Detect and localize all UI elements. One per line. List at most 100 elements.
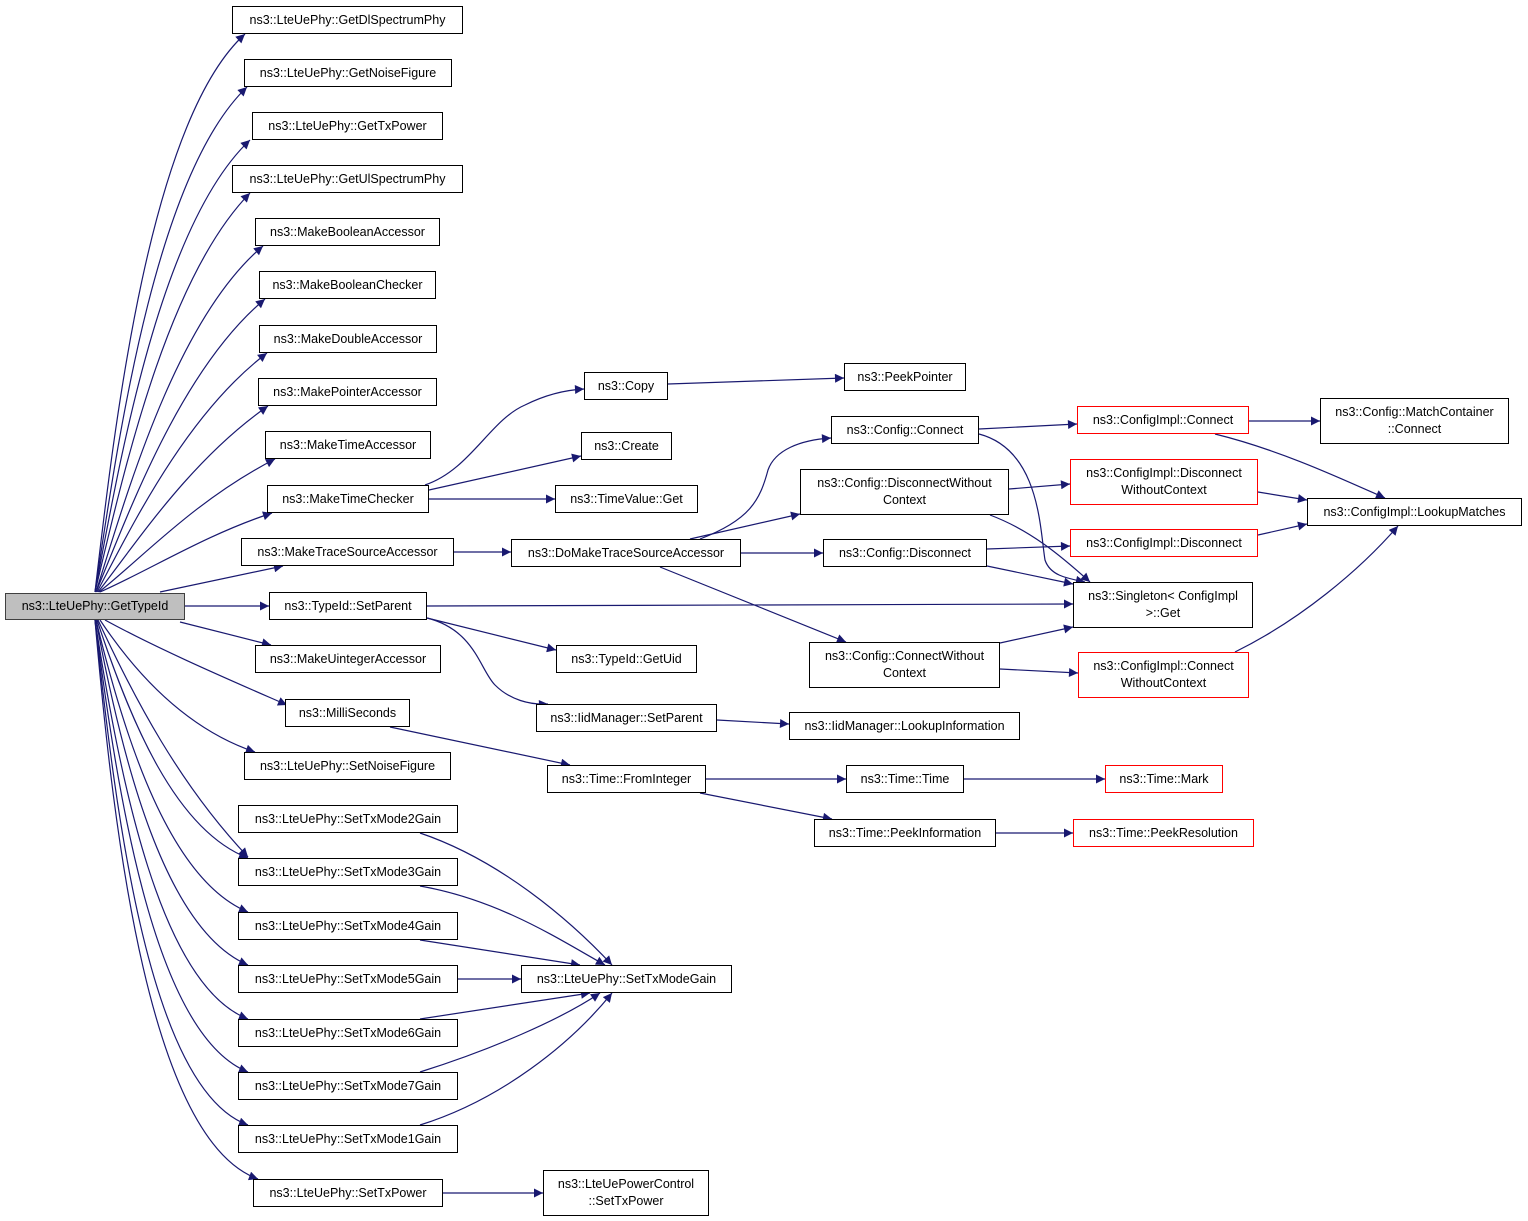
edge-root-settxmode4gain [95,619,249,913]
edge-root-maketracesourceaccessor [159,563,284,593]
node-milliseconds[interactable]: ns3::MilliSeconds [285,699,410,727]
edge-typeid-setparent-iidmanager-setparent [426,617,549,709]
node-configimpl-connect[interactable]: ns3::ConfigImpl::Connect [1077,406,1249,434]
edge-maketimechecker-create [428,453,582,491]
edge-config-connectwithoutcontext-singleton-get [999,624,1074,644]
edge-root-milliseconds [104,619,288,706]
node-maketimechecker[interactable]: ns3::MakeTimeChecker [267,485,429,513]
edge-root-settxmode2gain [97,619,249,858]
node-config-connect[interactable]: ns3::Config::Connect [831,416,979,444]
edge-root-settxmode5gain [95,619,249,966]
edge-domaketracesourceaccessor-config-connect [699,434,832,540]
edge-root-maketimechecker [99,511,273,593]
node-makebooleanchecker[interactable]: ns3::MakeBooleanChecker [259,271,436,299]
node-time-peekresolution[interactable]: ns3::Time::PeekResolution [1073,819,1254,847]
node-settxmode1gain[interactable]: ns3::LteUePhy::SetTxMode1Gain [238,1125,458,1153]
node-config-connectwithoutcontext[interactable]: ns3::Config::ConnectWithout Context [809,642,1000,688]
edge-root-settxmode6gain [94,619,249,1020]
edge-root-makebooleanaccessor [95,245,264,593]
node-makebooleanaccessor[interactable]: ns3::MakeBooleanAccessor [255,218,440,246]
edge-config-connect-singleton-get [978,433,1086,585]
edge-domaketracesourceaccessor-config-connectwithoutcontext [659,566,847,643]
edge-config-connectwithoutcontext-configimpl-connectwithoutcontext [999,668,1079,678]
edge-root-settxpower [94,619,259,1181]
node-copy[interactable]: ns3::Copy [584,372,668,400]
edge-root-settxmode3gain [96,619,249,859]
node-domaketracesourceaccessor[interactable]: ns3::DoMakeTraceSourceAccessor [511,539,741,567]
edge-config-disconnect-configimpl-disconnect [986,541,1071,551]
node-settxmode4gain[interactable]: ns3::LteUePhy::SetTxMode4Gain [238,912,458,940]
edge-root-settxmode1gain [94,619,249,1127]
edge-settxmode1gain-settxmodegain [419,992,613,1126]
edge-root-makebooleanchecker [95,298,266,593]
node-uepowercontrol-settxpower[interactable]: ns3::LteUePowerControl ::SetTxPower [543,1170,709,1216]
edge-configimpl-connectwithoutcontext-configimpl-lookupmatches [1234,525,1399,653]
edge-root-getulspectrumphy [94,192,251,593]
node-settxmodegain[interactable]: ns3::LteUePhy::SetTxModeGain [521,965,732,993]
edge-domaketracesourceaccessor-config-disconnectwithoutcontext [689,511,801,540]
node-peekpointer[interactable]: ns3::PeekPointer [844,363,966,391]
edge-root-setnoisefigure [99,619,256,754]
node-settxmode7gain[interactable]: ns3::LteUePhy::SetTxMode7Gain [238,1072,458,1100]
node-settxmode5gain[interactable]: ns3::LteUePhy::SetTxMode5Gain [238,965,458,993]
edge-settxmode7gain-settxmodegain [419,992,601,1073]
node-matchcontainer-connect[interactable]: ns3::Config::MatchContainer ::Connect [1320,398,1509,444]
node-settxmode3gain[interactable]: ns3::LteUePhy::SetTxMode3Gain [238,858,458,886]
edge-maketimechecker-copy [424,384,585,486]
edge-root-settxmode7gain [94,619,249,1073]
edge-settxmode4gain-settxmodegain [419,939,581,969]
node-gettxpower[interactable]: ns3::LteUePhy::GetTxPower [252,112,443,140]
node-configimpl-connectwithoutcontext[interactable]: ns3::ConfigImpl::Connect WithoutContext [1078,652,1249,698]
node-time-time[interactable]: ns3::Time::Time [846,765,964,793]
node-configimpl-lookupmatches[interactable]: ns3::ConfigImpl::LookupMatches [1307,498,1522,526]
node-settxmode6gain[interactable]: ns3::LteUePhy::SetTxMode6Gain [238,1019,458,1047]
edge-settxmode3gain-settxmodegain [419,885,606,966]
edge-config-connect-configimpl-connect [978,419,1078,430]
node-getnoisefigure[interactable]: ns3::LteUePhy::GetNoiseFigure [244,59,452,87]
edge-root-makepointeraccessor [97,405,269,593]
edge-root-gettxpower [94,139,251,593]
edge-config-disconnectwithoutcontext-configimpl-disconnectwithoutcontext [1008,480,1071,490]
edge-configimpl-connect-configimpl-lookupmatches [1214,433,1386,499]
node-setnoisefigure[interactable]: ns3::LteUePhy::SetNoiseFigure [244,752,451,780]
edge-root-makedoubleaccessor [96,352,268,593]
node-maketimeaccessor[interactable]: ns3::MakeTimeAccessor [265,431,431,459]
node-create[interactable]: ns3::Create [581,432,672,460]
edge-milliseconds-time-frominteger [389,726,571,768]
edge-configimpl-disconnect-configimpl-lookupmatches [1257,521,1308,536]
node-settxmode2gain[interactable]: ns3::LteUePhy::SetTxMode2Gain [238,805,458,833]
node-root: ns3::LteUePhy::GetTypeId [5,593,185,620]
node-getulspectrumphy[interactable]: ns3::LteUePhy::GetUlSpectrumPhy [232,165,463,193]
edge-time-frominteger-time-peekinformation [699,792,833,822]
node-typeid-getuid[interactable]: ns3::TypeId::GetUid [556,645,697,673]
node-iidmanager-lookupinformation[interactable]: ns3::IidManager::LookupInformation [789,712,1020,740]
edge-config-disconnect-singleton-get [986,565,1074,587]
edge-settxmode6gain-settxmodegain [419,989,591,1020]
node-makepointeraccessor[interactable]: ns3::MakePointerAccessor [258,378,437,406]
node-getdlspectrumphy[interactable]: ns3::LteUePhy::GetDlSpectrumPhy [232,6,463,34]
node-iidmanager-setparent[interactable]: ns3::IidManager::SetParent [536,704,717,732]
edge-configimpl-disconnectwithoutcontext-configimpl-lookupmatches [1257,491,1308,503]
node-makeuintegeraccessor[interactable]: ns3::MakeUintegerAccessor [255,645,441,673]
edge-root-makeuintegeraccessor [179,621,272,648]
node-config-disconnectwithoutcontext[interactable]: ns3::Config::DisconnectWithout Context [800,469,1009,515]
edge-settxmode2gain-settxmodegain [419,832,613,966]
edge-root-maketimeaccessor [98,458,276,593]
edge-typeid-setparent-singleton-get [426,599,1074,609]
edge-typeid-setparent-typeid-getuid [426,617,557,653]
node-time-peekinformation[interactable]: ns3::Time::PeekInformation [814,819,996,847]
node-singleton-get[interactable]: ns3::Singleton< ConfigImpl >::Get [1073,582,1253,628]
node-config-disconnect[interactable]: ns3::Config::Disconnect [823,539,987,567]
edge-root-getnoisefigure [94,86,248,593]
node-makedoubleaccessor[interactable]: ns3::MakeDoubleAccessor [259,325,437,353]
node-time-mark[interactable]: ns3::Time::Mark [1105,765,1223,793]
node-typeid-setparent[interactable]: ns3::TypeId::SetParent [269,592,427,620]
node-time-frominteger[interactable]: ns3::Time::FromInteger [547,765,706,793]
node-maketracesourceaccessor[interactable]: ns3::MakeTraceSourceAccessor [241,538,454,566]
node-timevalue-get[interactable]: ns3::TimeValue::Get [555,485,698,513]
node-settxpower[interactable]: ns3::LteUePhy::SetTxPower [253,1179,443,1207]
node-configimpl-disconnect[interactable]: ns3::ConfigImpl::Disconnect [1070,529,1258,557]
node-configimpl-disconnectwithoutcontext[interactable]: ns3::ConfigImpl::Disconnect WithoutConte… [1070,459,1258,505]
